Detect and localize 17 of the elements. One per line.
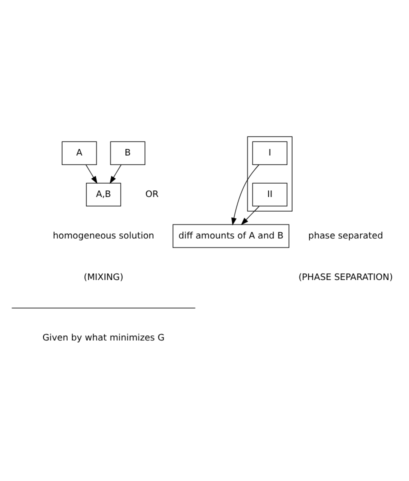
node-label: homogeneous solution bbox=[52, 231, 154, 242]
arrow bbox=[240, 206, 260, 226]
node-box: diff amounts of A and B bbox=[172, 224, 289, 248]
arrow bbox=[109, 164, 121, 184]
cluster bbox=[246, 136, 292, 212]
node-box: II bbox=[252, 182, 287, 206]
node-box: B bbox=[110, 141, 145, 165]
node-label: phase separated bbox=[308, 231, 382, 242]
node-box: A bbox=[61, 141, 96, 165]
label: (PHASE SEPARATION) bbox=[298, 272, 392, 283]
label: Given by what minimizes G bbox=[42, 333, 164, 344]
node-box: A,B bbox=[86, 182, 121, 206]
label: (MIXING) bbox=[83, 272, 123, 283]
label: OR bbox=[144, 190, 158, 200]
arrow bbox=[230, 164, 259, 226]
node-box: I bbox=[252, 141, 287, 165]
arrow bbox=[85, 164, 97, 184]
